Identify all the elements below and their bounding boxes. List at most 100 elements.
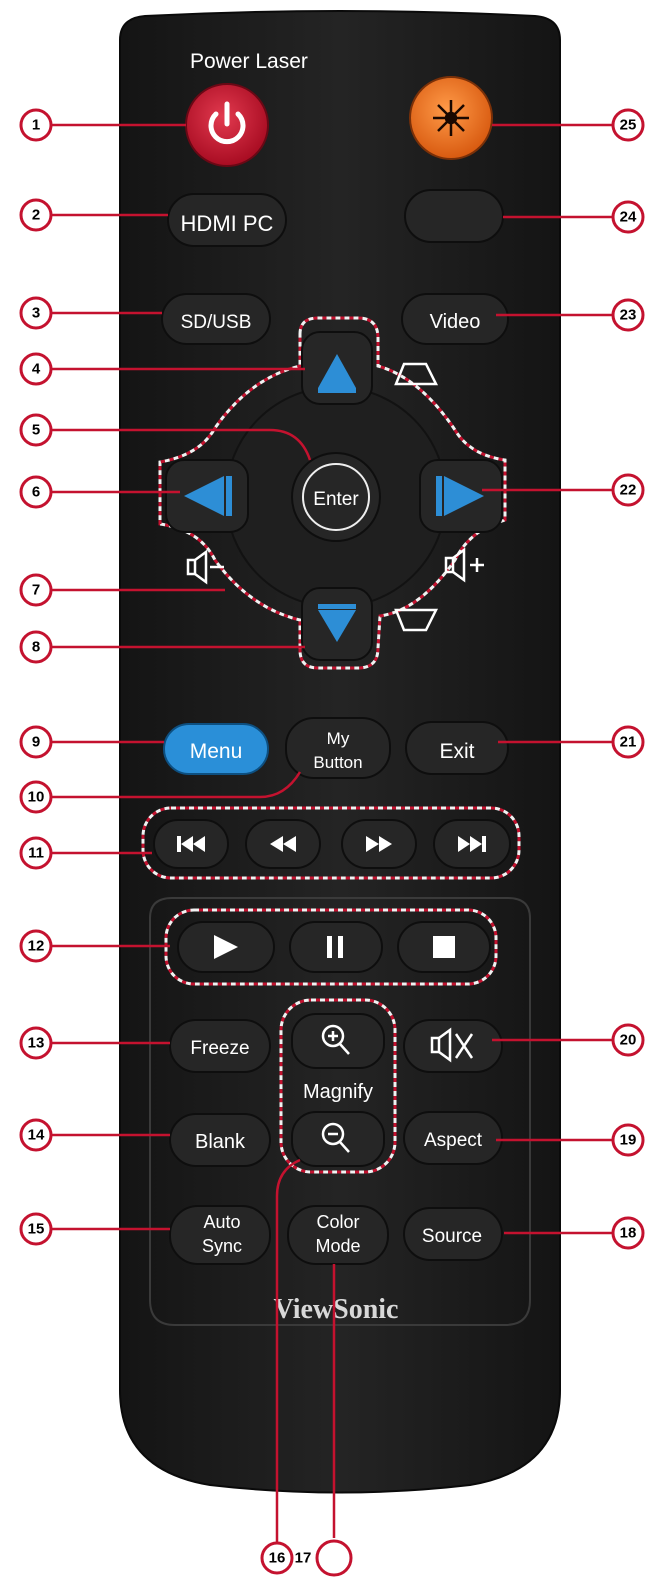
svg-text:7: 7 xyxy=(32,582,40,599)
hdmi-pc-button[interactable]: HDMI PC xyxy=(167,193,287,247)
laser-icon xyxy=(433,100,469,136)
callout-badge-9: 9 xyxy=(19,725,53,759)
power-button[interactable] xyxy=(185,83,269,167)
callout-badge-25: 25 xyxy=(611,108,645,142)
svg-text:9: 9 xyxy=(32,734,40,751)
zoom-in-icon xyxy=(321,1024,350,1055)
svg-text:15: 15 xyxy=(28,1221,45,1238)
menu-button[interactable]: Menu xyxy=(163,723,269,775)
svg-text:HDMI PC: HDMI PC xyxy=(181,211,274,236)
callout-badge-21: 21 xyxy=(611,725,645,759)
down-button[interactable] xyxy=(301,587,373,661)
my-button[interactable]: My Button xyxy=(285,717,391,779)
svg-text:Mode: Mode xyxy=(315,1236,360,1256)
svg-text:Sync: Sync xyxy=(202,1236,242,1256)
play-button[interactable] xyxy=(177,921,275,973)
skip-back-icon xyxy=(177,836,205,852)
keystone-down-icon xyxy=(394,608,439,632)
volume-down-icon xyxy=(186,549,224,585)
svg-text:Video: Video xyxy=(430,311,481,333)
callout-badge-13: 13 xyxy=(19,1026,53,1060)
callout-badge-17: 17 xyxy=(295,1539,353,1577)
magnify-outline-red xyxy=(279,998,397,1174)
callout-badge-6: 6 xyxy=(19,475,53,509)
keystone-up-icon xyxy=(394,362,439,386)
pause-button[interactable] xyxy=(289,921,383,973)
svg-text:21: 21 xyxy=(620,734,637,751)
svg-text:22: 22 xyxy=(620,482,637,499)
mute-icon xyxy=(430,1027,474,1063)
callout-badge-14: 14 xyxy=(19,1118,53,1152)
rewind-button[interactable] xyxy=(245,819,321,869)
stop-icon xyxy=(433,936,455,958)
callout-badge-19: 19 xyxy=(611,1123,645,1157)
callout-badge-11: 11 xyxy=(19,836,53,870)
callout-badge-24: 24 xyxy=(611,200,645,234)
svg-text:5: 5 xyxy=(32,422,40,439)
skip-forward-icon xyxy=(458,836,486,852)
svg-text:19: 19 xyxy=(620,1132,637,1149)
rewind-icon xyxy=(270,836,296,852)
zoom-in-button[interactable] xyxy=(291,1013,385,1069)
color-mode-button[interactable]: Color Mode xyxy=(287,1205,389,1265)
media-nav-outline xyxy=(141,806,521,880)
exit-button[interactable]: Exit xyxy=(405,721,509,775)
left-button[interactable] xyxy=(165,459,249,533)
callout-badge-5: 5 xyxy=(19,413,53,447)
arrow-up-icon xyxy=(318,354,356,388)
svg-text:17: 17 xyxy=(295,1550,312,1567)
zoom-out-button[interactable] xyxy=(291,1111,385,1167)
svg-text:Freeze: Freeze xyxy=(190,1038,249,1059)
source-button[interactable]: Source xyxy=(403,1207,503,1261)
svg-text:6: 6 xyxy=(32,484,40,501)
callout-badge-15: 15 xyxy=(19,1212,53,1246)
callout-badge-7: 7 xyxy=(19,573,53,607)
media-nav-outline-red xyxy=(141,806,521,880)
laser-button[interactable] xyxy=(409,76,493,160)
callout-badge-1: 1 xyxy=(19,108,53,142)
skip-back-button[interactable] xyxy=(153,819,229,869)
svg-text:Exit: Exit xyxy=(439,740,474,763)
fast-forward-button[interactable] xyxy=(341,819,417,869)
arrow-left-icon xyxy=(184,476,224,516)
svg-text:23: 23 xyxy=(620,307,637,324)
svg-text:Auto: Auto xyxy=(203,1212,240,1232)
svg-text:20: 20 xyxy=(620,1032,637,1049)
svg-text:4: 4 xyxy=(32,361,41,378)
brand-logo: ViewSonic xyxy=(274,1294,399,1325)
svg-text:Aspect: Aspect xyxy=(424,1130,483,1151)
up-button[interactable] xyxy=(301,331,373,405)
aspect-button[interactable]: Aspect xyxy=(403,1111,503,1165)
callout-badge-10: 10 xyxy=(19,780,53,814)
svg-text:12: 12 xyxy=(28,938,45,955)
unlabeled-button[interactable] xyxy=(404,189,504,243)
magnify-label: Magnify xyxy=(303,1081,373,1103)
callout-badge-8: 8 xyxy=(19,630,53,664)
auto-sync-button[interactable]: Auto Sync xyxy=(169,1205,271,1265)
sd-usb-button[interactable]: SD/USB xyxy=(161,293,271,345)
svg-text:13: 13 xyxy=(28,1035,45,1052)
blank-button[interactable]: Blank xyxy=(169,1113,271,1167)
power-laser-label: Power Laser xyxy=(190,50,308,73)
pause-icon xyxy=(327,936,343,958)
callout-badge-23: 23 xyxy=(611,298,645,332)
svg-text:Source: Source xyxy=(422,1226,482,1247)
right-button[interactable] xyxy=(419,459,503,533)
svg-text:Button: Button xyxy=(313,753,362,772)
callout-badge-18: 18 xyxy=(611,1216,645,1250)
svg-text:SD/USB: SD/USB xyxy=(181,312,252,333)
callout-badge-3: 3 xyxy=(19,296,53,330)
svg-text:10: 10 xyxy=(28,789,45,806)
svg-text:11: 11 xyxy=(28,845,44,862)
video-button[interactable]: Video xyxy=(401,293,509,345)
stop-button[interactable] xyxy=(397,921,491,973)
enter-button[interactable]: Enter xyxy=(291,452,381,542)
skip-forward-button[interactable] xyxy=(433,819,511,869)
dpad-outline xyxy=(158,316,507,670)
callout-badge-20: 20 xyxy=(611,1023,645,1057)
mute-button[interactable] xyxy=(403,1019,503,1073)
callout-badge-12: 12 xyxy=(19,929,53,963)
freeze-button[interactable]: Freeze xyxy=(169,1019,271,1073)
svg-text:Menu: Menu xyxy=(190,740,243,763)
